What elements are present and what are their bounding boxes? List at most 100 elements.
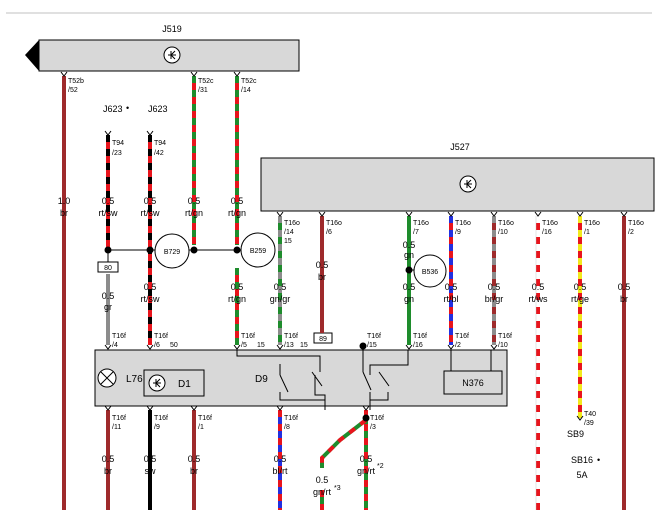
wire-label: 15 (257, 342, 265, 349)
wire-label: *2 (377, 463, 384, 470)
continuation-arrow-icon (25, 40, 39, 71)
wire-label: 0.5 (102, 291, 115, 301)
j623-a-mark: • (126, 103, 129, 113)
pin-arrow-icon (146, 130, 154, 136)
wire-label: /14 (284, 229, 294, 236)
wire-label: 0.5 (316, 260, 329, 270)
sb9-label: SB9 (567, 429, 584, 439)
pin-arrow-icon (190, 405, 198, 411)
j623-b-label: J623 (148, 104, 168, 114)
wire-label: /2 (455, 342, 461, 349)
wire-label: gn (404, 294, 414, 304)
wire-group (60, 71, 628, 510)
wire-label: gn/rt (357, 466, 376, 476)
wire-label: rt/bl (443, 294, 458, 304)
wire-label: 0.5 (445, 282, 458, 292)
pin-arrow-icon (146, 344, 154, 350)
wire-label: T16o (413, 220, 429, 227)
wire-label: T16o (584, 220, 600, 227)
wire-label: 0.5 (316, 475, 329, 485)
pin-arrow-icon (60, 71, 68, 77)
pin-arrow-icon (233, 344, 241, 350)
wire-label: /3 (370, 424, 376, 431)
wire-label: T16o (498, 220, 514, 227)
wire-label: 0.5 (532, 282, 545, 292)
wire-label: rt/gn (228, 294, 246, 304)
box-80-label: 80 (104, 265, 112, 272)
j623-a-label: J623 (103, 104, 123, 114)
wire-label: T16f (367, 333, 381, 340)
pin-arrow-icon (362, 405, 370, 411)
wire-label: /10 (498, 229, 508, 236)
j527-label: J527 (450, 142, 470, 152)
wire-label: rt/sw (99, 208, 118, 218)
b259-circle (240, 232, 276, 268)
wire-label: rt/ge (571, 294, 589, 304)
wire-label: rt/ws (529, 294, 548, 304)
wire-label: 15 (300, 342, 308, 349)
d9-switch-contacts (236, 348, 492, 410)
wire-label: T16f (413, 333, 427, 340)
wire-label: /5 (241, 342, 247, 349)
j519-label: J519 (162, 24, 182, 34)
wire-label: T16o (542, 220, 558, 227)
d1-label: D1 (178, 379, 191, 390)
b536-label: B536 (422, 269, 438, 276)
l76-label: L76 (126, 374, 143, 385)
wire-label: /14 (241, 87, 251, 94)
wire-label: T16f (241, 333, 255, 340)
wire-label: /23 (112, 150, 122, 157)
wire-label: br (104, 466, 112, 476)
n376-unit (443, 370, 503, 395)
wire-label: 50 (170, 342, 178, 349)
wire-label: gn/rt (313, 487, 332, 497)
wire-label: gn/gr (270, 294, 291, 304)
junction-dot (104, 246, 112, 254)
wire-label: T16o (326, 220, 342, 227)
pin-arrow-icon (104, 405, 112, 411)
wire-label: 0.5 (144, 454, 157, 464)
box-89-label: 89 (319, 336, 327, 343)
wire-label: br (190, 466, 198, 476)
j527-unit (260, 157, 655, 212)
wire-label: /6 (154, 342, 160, 349)
pin-arrow-icon (276, 344, 284, 350)
wire-label: /6 (326, 229, 332, 236)
pin-arrow-icon (405, 344, 413, 350)
b729-label: B729 (164, 249, 180, 256)
wire-label: br (60, 208, 68, 218)
pin-arrow-icon (318, 211, 326, 217)
wire-label: /13 (284, 342, 294, 349)
wire-label: 0.5 (102, 196, 115, 206)
b259-label: B259 (250, 248, 266, 255)
sb16-amp: 5A (576, 470, 587, 480)
wire-label: sw (145, 466, 157, 476)
wire-label: bl/rt (272, 466, 288, 476)
wire-label: /4 (112, 342, 118, 349)
transistor-circle-icon (148, 374, 166, 392)
wire-label: T16f (284, 415, 298, 422)
wire-label: 0.5 (102, 454, 115, 464)
wire-label: 0.5 (188, 196, 201, 206)
wire-label: T16f (498, 333, 512, 340)
wire-label: /16 (413, 342, 423, 349)
wire-label: 0.5 (403, 282, 416, 292)
wire-label: 1.0 (58, 196, 71, 206)
pin-arrow-icon (576, 211, 584, 217)
d1-unit (143, 369, 205, 397)
wire-label: /1 (584, 229, 590, 236)
wire-label: T52c (241, 78, 257, 85)
b729-circle (154, 233, 190, 269)
wire-label: T16f (154, 333, 168, 340)
wire-label: /16 (542, 229, 552, 236)
wire-label: T16f (112, 333, 126, 340)
wire-label: /7 (413, 229, 419, 236)
wire-label: T16f (154, 415, 168, 422)
wire-label: /2 (628, 229, 634, 236)
d9-label: D9 (255, 374, 268, 385)
junction-dot (362, 414, 370, 422)
n376-label: N376 (462, 378, 484, 388)
wire-label: T52b (68, 78, 84, 85)
wire-label: /11 (112, 424, 121, 431)
